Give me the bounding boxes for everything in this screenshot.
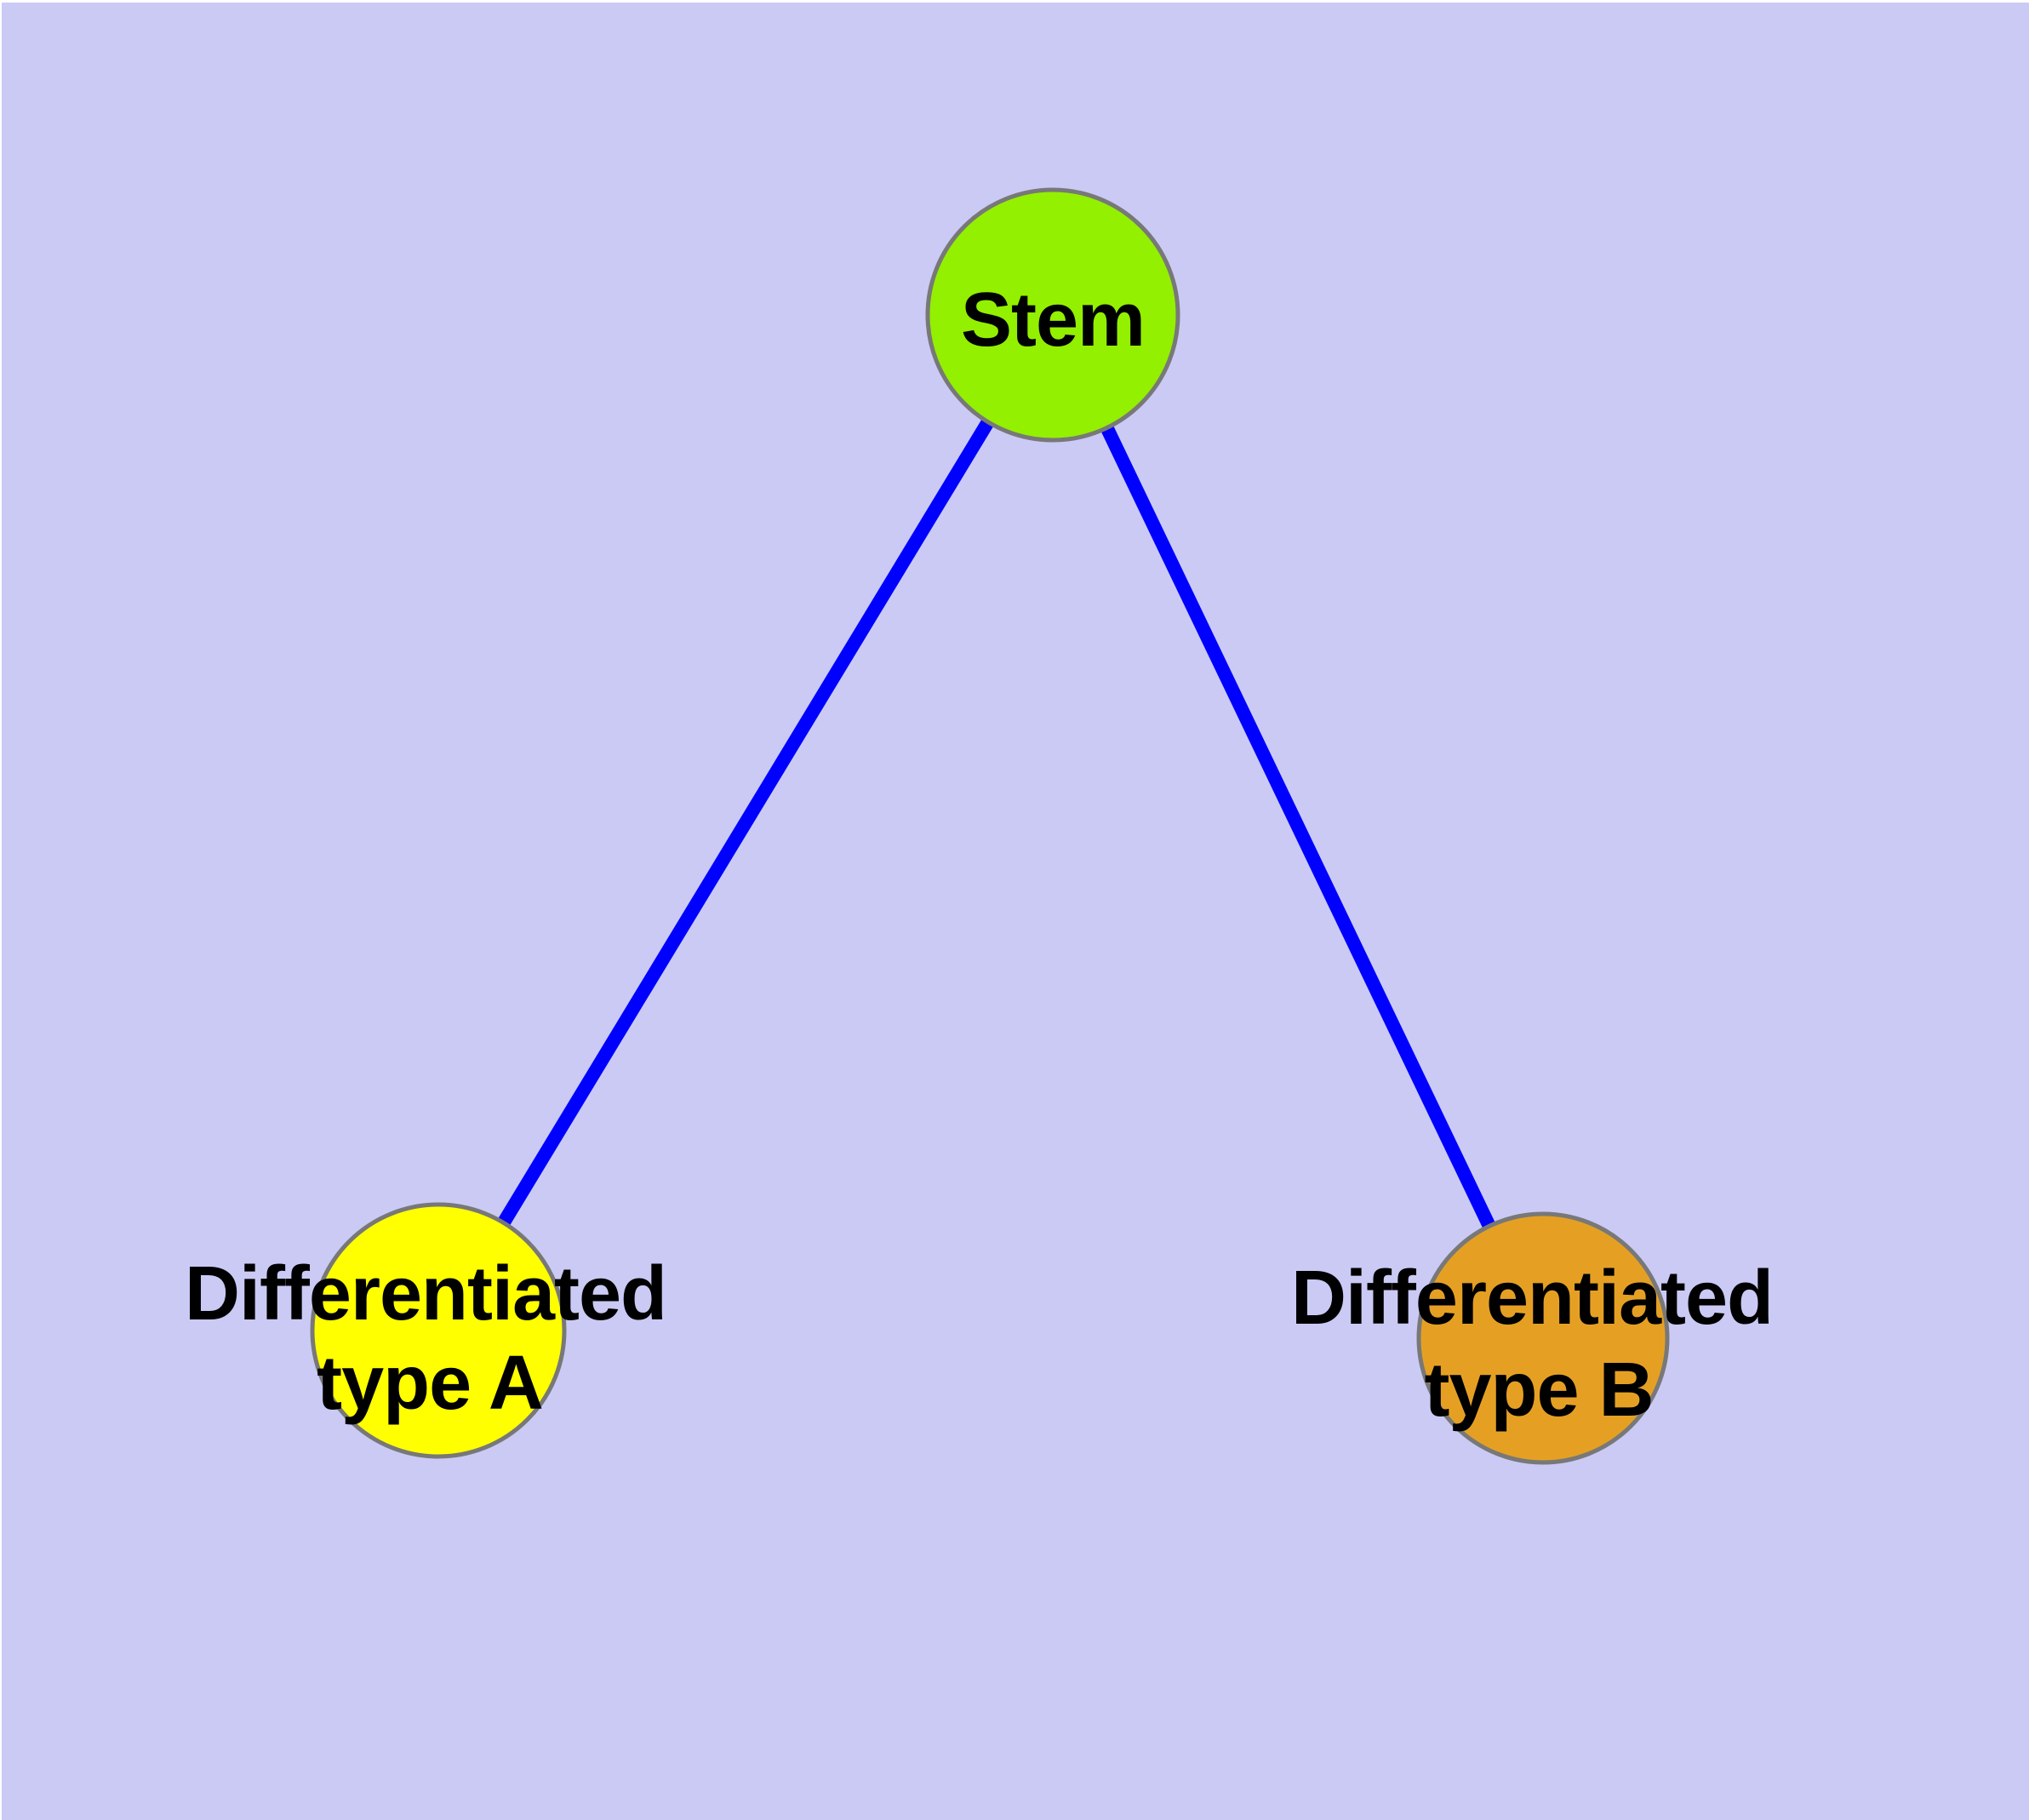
node-stem-label: Stem (961, 278, 1145, 363)
diagram-canvas: Stem Differentiated type A Differentiate… (2, 3, 2029, 1820)
node-type-b-label-line1: Differentiated (1291, 1256, 1773, 1341)
node-type-a-label-line2: type A (317, 1341, 543, 1426)
node-differentiated-type-b (1416, 1211, 1670, 1465)
edge-stem-to-type-b (1046, 312, 1550, 1342)
node-stem (925, 187, 1180, 443)
edge-stem-to-type-a (432, 311, 1059, 1335)
node-differentiated-type-a (310, 1202, 567, 1459)
node-type-b-label-line2: type B (1424, 1348, 1653, 1433)
node-type-a-label-line1: Differentiated (185, 1251, 666, 1336)
